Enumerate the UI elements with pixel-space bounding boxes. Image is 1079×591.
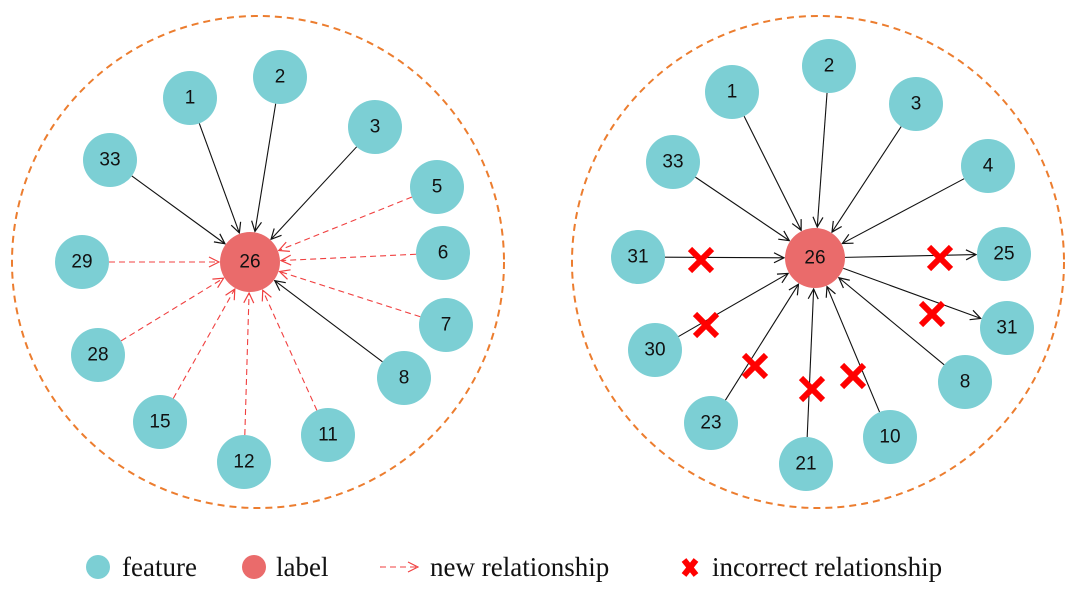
left-edge-6-to-26 [281,253,417,260]
left-edge-11-to-26 [263,290,318,411]
right-incorrect-mark-21-to-26 [839,362,867,390]
left-edge-28-to-26 [120,278,224,342]
node-label: 1 [185,88,196,109]
node-label: 11 [318,425,338,446]
left-edge-2-to-26 [255,103,277,232]
right-incorrect-mark-31-to-26 [692,311,720,339]
node-label: 12 [233,452,254,473]
right-feature-node-30: 30 [628,323,682,377]
left-feature-node-15: 15 [133,395,187,449]
left-feature-node-5: 5 [410,160,464,214]
right-feature-node-4: 4 [961,139,1015,193]
left-label-node-26: 26 [220,232,280,292]
right-graph-boundary [571,15,1065,509]
right-incorrect-mark-26-to-25 [918,300,946,328]
legend-label-swatch [242,555,266,579]
node-label: 33 [99,150,120,171]
right-edge-10-to-26 [827,287,881,413]
node-label: 31 [996,318,1017,339]
left-feature-node-29: 29 [55,235,109,289]
left-feature-node-3: 3 [348,100,402,154]
left-edge-33-to-26 [131,175,225,244]
right-feature-node-31: 31 [980,301,1034,355]
legend-label-text: label [276,552,328,582]
node-label: 2 [275,67,286,88]
node-label: 8 [960,372,971,393]
right-edge-26-to-31 [842,267,981,318]
legend-feature-swatch [86,555,110,579]
right-edge-31-to-26 [664,257,784,258]
node-label: 26 [804,248,825,269]
right-incorrect-mark-23-to-26 [798,375,826,403]
node-label: 4 [983,156,994,177]
left-feature-node-28: 28 [71,328,125,382]
left-edge-8-to-26 [275,281,383,363]
right-edge-33-to-26 [695,176,789,241]
legend-feature-text: feature [122,552,197,582]
node-label: 21 [795,454,816,475]
left-feature-node-1: 1 [163,71,217,125]
node-label: 30 [644,340,665,361]
right-edge-2-to-26 [817,92,828,227]
right-incorrect-mark-30-to-26 [741,352,769,380]
node-label: 28 [87,345,108,366]
right-edge-21-to-26 [806,289,813,438]
node-label: 3 [370,117,381,138]
node-label: 3 [911,94,922,115]
right-feature-node-33: 33 [646,135,700,189]
legend-incorrect-mark-icon [681,558,699,577]
right-incorrect-mark-4-to-26 [687,246,715,274]
node-label: 7 [441,315,452,336]
right-edge-8-to-26 [839,278,945,366]
right-edge-3-to-26 [832,126,902,233]
left-feature-node-8: 8 [377,351,431,405]
node-label: 15 [149,412,170,433]
node-label: 23 [700,413,721,434]
node-label: 2 [824,56,835,77]
node-label: 10 [879,427,900,448]
right-feature-node-31: 31 [611,230,665,284]
node-label: 5 [432,177,443,198]
legend: feature label new relationship incorrect… [86,552,942,582]
legend-new-relationship-text: new relationship [430,552,609,582]
left-feature-node-7: 7 [419,298,473,352]
left-edge-3-to-26 [271,146,358,239]
right-edge-4-to-26 [842,178,965,244]
right-edge-1-to-26 [743,115,801,230]
right-edge-23-to-26 [724,284,798,401]
left-edge-1-to-26 [198,123,239,233]
right-edge-30-to-26 [678,273,788,338]
right-label-node-26: 26 [785,228,845,288]
left-graph-boundary [11,15,505,509]
right-feature-node-3: 3 [889,77,943,131]
node-label: 31 [627,247,648,268]
left-feature-node-12: 12 [217,435,271,489]
right-feature-node-10: 10 [863,410,917,464]
right-feature-node-8: 8 [938,355,992,409]
left-feature-node-2: 2 [253,50,307,104]
right-feature-node-1: 1 [705,65,759,119]
right-edge-26-to-25 [844,255,976,258]
right-feature-node-2: 2 [802,39,856,93]
right-feature-node-21: 21 [779,437,833,491]
legend-incorrect-relationship-text: incorrect relationship [712,552,942,582]
left-feature-node-11: 11 [301,408,355,462]
right-incorrect-mark-10-to-26 [926,244,954,272]
node-label: 26 [239,252,260,273]
right-feature-node-25: 25 [977,227,1031,281]
right-feature-node-23: 23 [684,396,738,450]
left-edge-5-to-26 [279,196,413,250]
left-edge-7-to-26 [280,271,421,318]
node-label: 33 [662,152,683,173]
left-feature-node-33: 33 [83,133,137,187]
left-feature-node-6: 6 [416,226,470,280]
node-label: 1 [727,82,738,103]
node-label: 6 [438,243,449,264]
node-label: 8 [399,368,410,389]
node-label: 29 [71,252,92,273]
left-edge-12-to-26 [245,293,249,436]
left-edge-15-to-26 [172,289,235,399]
node-label: 25 [993,244,1014,265]
